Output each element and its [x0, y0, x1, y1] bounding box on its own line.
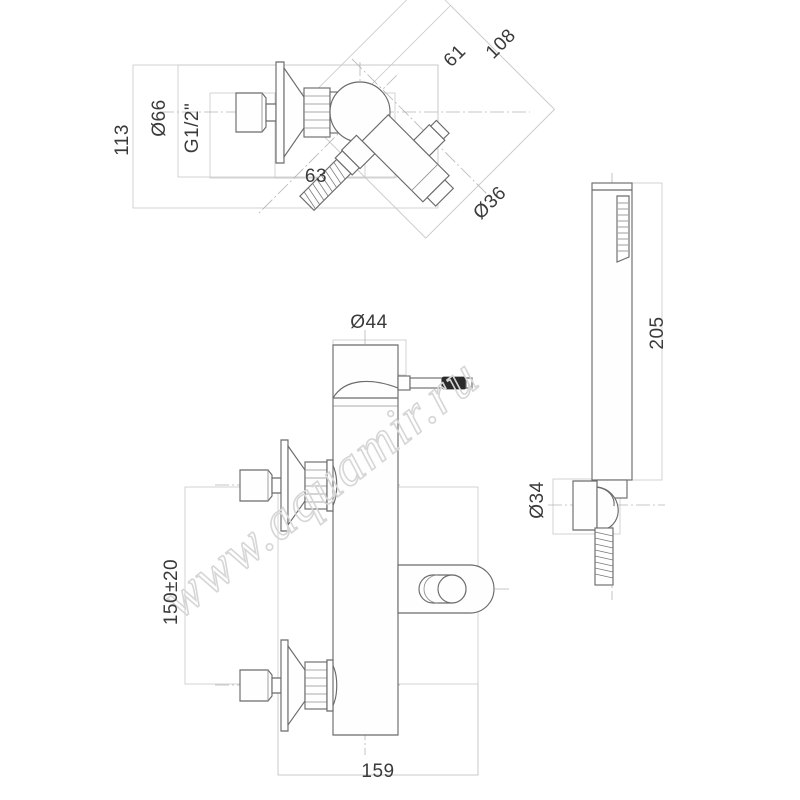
front-view-spout	[397, 564, 495, 614]
top-view-angled-body	[299, 114, 455, 212]
handshower-wall-bracket	[572, 480, 619, 531]
top-view-knurled-collar	[303, 87, 331, 138]
front-view-lever-handle	[397, 375, 473, 391]
dim-label-205: 205	[647, 316, 668, 349]
front-view-body-shoulder	[332, 380, 399, 399]
dim-label-159: 159	[361, 761, 394, 782]
front-view-lower-connector	[239, 639, 338, 732]
dim-label-63: 63	[305, 166, 327, 187]
handshower-spray-face	[616, 195, 630, 263]
dim-label-113: 113	[112, 124, 133, 156]
dim-label-d66: Ø66	[149, 99, 170, 136]
front-view-upper-connector	[239, 439, 338, 532]
top-view-angled-dim-frame	[296, 0, 556, 239]
dim-label-150: 150±20	[161, 559, 182, 625]
dim-label-61: 61	[440, 41, 471, 72]
front-view-assembly	[239, 344, 495, 736]
dim-label-d36: Ø36	[469, 182, 510, 223]
handshower-assembly	[572, 182, 633, 586]
handshower-hose-coil	[594, 527, 614, 586]
top-view-assembly	[235, 61, 455, 212]
dim-label-g12: G1/2"	[182, 103, 203, 153]
dim-label-108: 108	[482, 25, 520, 63]
front-view-main-body	[332, 344, 399, 736]
top-view-escutcheon	[275, 61, 305, 164]
top-view-angled-centerline	[351, 58, 494, 201]
front-view-aerator	[437, 574, 467, 604]
dim-label-d44: Ø44	[350, 312, 387, 333]
top-view-hose-coil	[299, 158, 352, 212]
dim-label-d34: Ø34	[527, 481, 548, 518]
